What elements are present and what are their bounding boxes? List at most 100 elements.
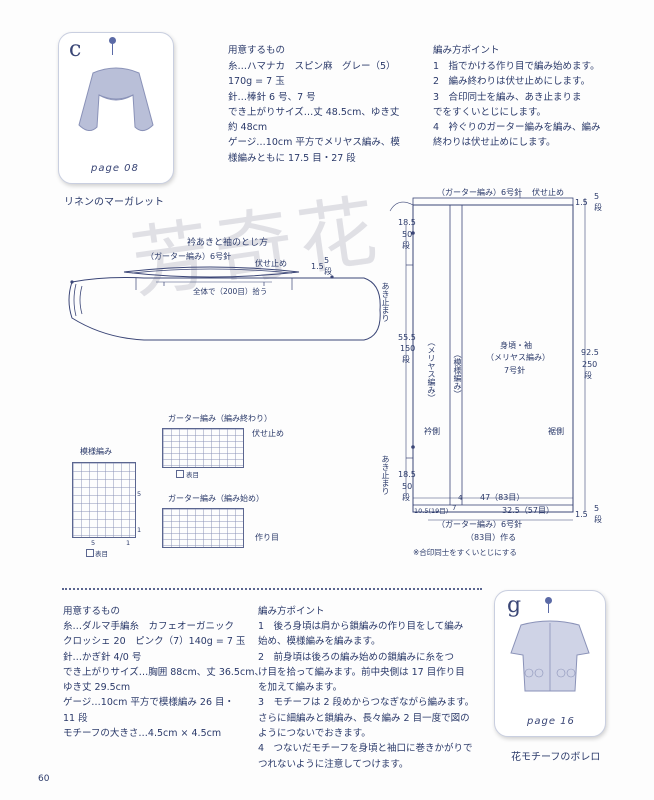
body-diagram [389, 193, 586, 521]
unit-dan: 段 [594, 203, 602, 212]
legend-label: 表目 [186, 471, 199, 479]
pickup-label: 全体で（200目）拾う [193, 287, 268, 296]
dim-1-5-bottom: 1.5 [575, 510, 588, 519]
materials-line: 様編みともに 17.5 目・27 段 [228, 152, 356, 164]
points-line: 4 衿ぐりのガーター編みを編み、編み [433, 122, 601, 134]
legend-box-icon [176, 470, 184, 478]
unit-dan: 段 [402, 493, 410, 502]
chart-row-label: 1 [137, 526, 142, 534]
project-card-c[interactable]: c page 08 [58, 32, 174, 184]
dim-5-top: 5 [594, 192, 600, 201]
materials-title: 用意するもの [228, 45, 286, 56]
materials-title: 用意するもの [63, 606, 121, 617]
garter-end-chart-label: 伏せ止め [252, 429, 284, 438]
points-line: ようにつないでおきます。 [258, 728, 371, 740]
materials-line: 11 段 [63, 712, 88, 724]
legend-box-icon [86, 549, 94, 557]
dim-label: 5 [324, 256, 330, 265]
materials-line: 針…棒針 6 号、7 号 [228, 91, 316, 103]
garter-start-chart-label: 作り目 [255, 533, 279, 542]
points-c: 編み方ポイント 1 指でかける作り目で編み始めます。 2 編み終わりは伏せ止めに… [433, 42, 601, 151]
points-line: 始め、模様編みを編みます。 [258, 636, 381, 648]
sleeve-diagram [68, 266, 381, 341]
materials-line: ゲージ…10cm 平方でメリヤス編み、模 [228, 137, 400, 149]
pattern-chart-grid [72, 462, 136, 538]
materials-line: モチーフの大きさ…4.5cm × 4.5cm [63, 728, 222, 740]
materials-line: 糸…ハマナカ スピン麻 グレー（5） [228, 61, 396, 72]
garter-end-chart-grid [162, 428, 244, 468]
body-label: 身頃・袖 [500, 341, 532, 350]
dim-32-5: 32.5（57目） [502, 506, 554, 515]
page-reference: page 08 [91, 163, 139, 174]
materials-line: でき上がりサイズ…丈 48.5cm、ゆき丈 [228, 106, 400, 118]
project-caption-c: リネンのマーガレット [64, 197, 164, 208]
page-number: 60 [38, 774, 50, 784]
dim-150: 150 [400, 344, 416, 353]
materials-line: 針…かぎ針 4/0 号 [63, 651, 142, 663]
materials-line: 糸…ダルマ手編糸 カフェオーガニック [63, 621, 235, 632]
garter-label: （ガーター編み）6号針 [146, 252, 232, 261]
points-title: 編み方ポイント [258, 606, 325, 617]
materials-line: ゲージ…10cm 平方で模様編み 26 目・ [63, 697, 235, 709]
right-side-label: 裾側 [548, 427, 564, 436]
dim-50-bottom: 50 [402, 482, 413, 491]
body-needle-label: 7号針 [504, 366, 526, 375]
dim-label: 1.5 [311, 262, 324, 271]
pin-icon [545, 597, 552, 604]
dim-1-5-top: 1.5 [575, 198, 588, 207]
dim-unit: 段 [324, 267, 332, 276]
pin-icon [109, 37, 116, 44]
dim-55-5: 55.5 [398, 333, 416, 342]
opening-top-label: あき止まり [381, 282, 390, 322]
project-caption-g: 花モチーフのボレロ [511, 752, 601, 763]
garter-top-label: （ガーター編み）6号針 [437, 188, 523, 197]
materials-line: ゆき丈 29.5cm [63, 682, 131, 694]
cast-on-label: （83目）作る [466, 533, 517, 542]
hanger-line [112, 43, 113, 55]
section-divider [62, 588, 482, 590]
bolero-illustration [510, 620, 590, 692]
points-line: 1 後ろ身頃は肩から鎖編みの作り目をして編み [258, 621, 464, 632]
bind-off-top: 伏せ止め [532, 188, 564, 197]
points-line: を加えて編みます。 [258, 682, 343, 694]
materials-line: 約 48cm [228, 122, 268, 134]
points-line: でをすくいとじにします。 [433, 106, 547, 118]
points-line: 3 モチーフは 2 段めからつなぎながら編みます。 [258, 697, 475, 709]
dim-250: 250 [582, 360, 598, 369]
pattern-vertical-label: （模様編み） [453, 350, 462, 398]
project-letter: g [507, 593, 522, 618]
project-card-g[interactable]: g page 16 [494, 590, 606, 737]
dim-92-5: 92.5 [581, 348, 599, 357]
points-line: 1 指でかける作り目で編み始めます。 [433, 61, 600, 72]
body-stitch-label: （メリヤス編み） [486, 353, 550, 362]
dim-5-bottom: 5 [594, 504, 600, 513]
unit-dan: 段 [594, 515, 602, 524]
unit-dan: 段 [402, 355, 410, 364]
points-line: 2 編み終わりは伏せ止めにします。 [433, 76, 591, 88]
points-line: 2 前身頃は後ろの編み始めの鎖編みに糸をつ [258, 651, 455, 663]
bind-off-label: 伏せ止め [255, 259, 287, 268]
chart-col-label: 5 [91, 539, 96, 547]
margaret-illustration [78, 67, 154, 131]
points-line: 4 つないだモチーフを身頃と袖口に巻きかがりで [258, 743, 473, 755]
dim-18-5-bottom: 18.5 [398, 470, 416, 479]
points-line: 終わりは伏せ止めにします。 [433, 137, 556, 149]
stockinette-vertical-label: （メリヤス編み） [427, 338, 436, 402]
left-side-label: 衿側 [424, 427, 440, 436]
chart-row-label: 5 [137, 490, 142, 498]
garter-start-chart-title: ガーター編み（編み始め） [168, 494, 264, 503]
points-line: つれないように注意してつけます。 [258, 758, 409, 770]
garter-end-chart-title: ガーター編み（編み終わり） [168, 414, 272, 423]
legend-label: 表目 [95, 550, 108, 558]
materials-line: 170g = 7 玉 [228, 76, 285, 88]
unit-dan: 段 [402, 241, 410, 250]
unit-dan: 段 [584, 371, 592, 380]
points-line: 3 合印同士を編み、あき止まりま [433, 91, 582, 103]
diagram-left-title: 衿あきと袖のとじ方 [187, 238, 269, 248]
points-line: け目を拾って編みます。前中央側は 17 目作り目 [258, 666, 465, 678]
whip-stitch-note: ※合印同士をすくいとじにする [413, 548, 517, 557]
points-g: 編み方ポイント 1 後ろ身頃は肩から鎖編みの作り目をして編み 始め、模様編みを編… [258, 603, 474, 772]
materials-g: 用意するもの 糸…ダルマ手編糸 カフェオーガニック クロッシェ 20 ピンク（7… [63, 603, 264, 741]
dim-18-5-top: 18.5 [398, 218, 416, 227]
dim-10-5: 10.5(19目) [414, 507, 449, 515]
